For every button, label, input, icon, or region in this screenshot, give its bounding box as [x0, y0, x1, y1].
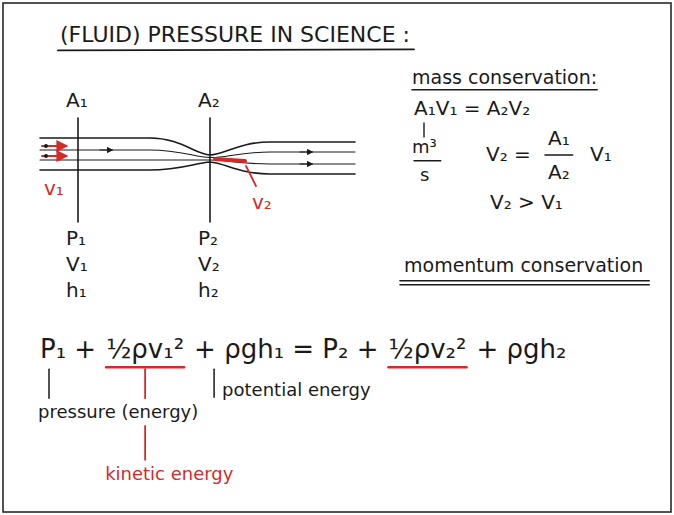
variable-label: h₁: [66, 278, 87, 302]
equation: A₁V₁ = A₂V₂: [414, 96, 530, 120]
flow-arrow: [300, 163, 312, 164]
equation: V₂ > V₁: [490, 190, 563, 214]
section-line: [77, 118, 79, 222]
leader-line: [144, 426, 146, 460]
unit: m³: [412, 136, 437, 158]
fraction-part: A₁: [548, 126, 570, 150]
variable-label: V₂: [198, 252, 220, 276]
leader-line: [48, 369, 50, 398]
velocity-mark: [215, 159, 245, 161]
term-note: potential energy: [222, 379, 371, 401]
term-note: pressure (energy): [38, 401, 198, 423]
leader-line: [213, 369, 215, 397]
heading-underline: [412, 89, 597, 91]
pipe-wall: [40, 138, 355, 155]
variable-label: V₁: [66, 252, 88, 276]
heading-underline: [400, 284, 649, 286]
section-line: [209, 118, 211, 222]
equation: V₂ =: [486, 142, 531, 166]
section-heading: momentum conservation: [404, 254, 643, 277]
unit: s: [420, 164, 429, 186]
area-label: A₁: [66, 88, 88, 112]
bernoulli-term: ½ρv₂²: [389, 334, 467, 365]
pipe-wall: [40, 162, 355, 174]
velocity-arrow: [42, 155, 66, 157]
term-underline: [106, 366, 184, 369]
dot: [44, 144, 48, 148]
dot: [44, 154, 48, 158]
bernoulli-term: P₁ +: [40, 334, 96, 365]
equation: V₁: [590, 142, 612, 166]
streamline: [40, 160, 355, 164]
leader-line: [423, 123, 424, 137]
fraction-bar: [414, 160, 441, 161]
section-heading: mass conservation:: [412, 66, 597, 89]
bernoulli-term: + ρgh₂: [476, 334, 566, 365]
flow-arrow: [300, 151, 312, 152]
flow-arrow: [100, 149, 112, 150]
streamline: [40, 150, 355, 158]
variable-label: h₂: [198, 278, 219, 302]
heading-underline: [400, 280, 649, 282]
title-underline: [58, 49, 414, 50]
frame: [3, 3, 671, 512]
page-title: (FLUID) PRESSURE IN SCIENCE :: [60, 22, 410, 48]
velocity-label: v₁: [44, 176, 64, 200]
velocity-label: v₂: [252, 190, 272, 214]
bernoulli-term: + ρgh₁ = P₂ +: [194, 334, 378, 365]
fraction-bar: [545, 154, 573, 156]
velocity-arrow: [42, 145, 66, 147]
fraction-part: A₂: [548, 160, 570, 184]
leader-line: [246, 166, 256, 186]
term-underline: [389, 366, 467, 369]
term-note: kinetic energy: [105, 463, 233, 485]
leader-line: [144, 369, 146, 398]
bernoulli-term: ½ρv₁²: [106, 334, 184, 365]
variable-label: P₁: [66, 226, 86, 250]
variable-label: P₂: [198, 226, 218, 250]
area-label: A₂: [198, 88, 220, 112]
